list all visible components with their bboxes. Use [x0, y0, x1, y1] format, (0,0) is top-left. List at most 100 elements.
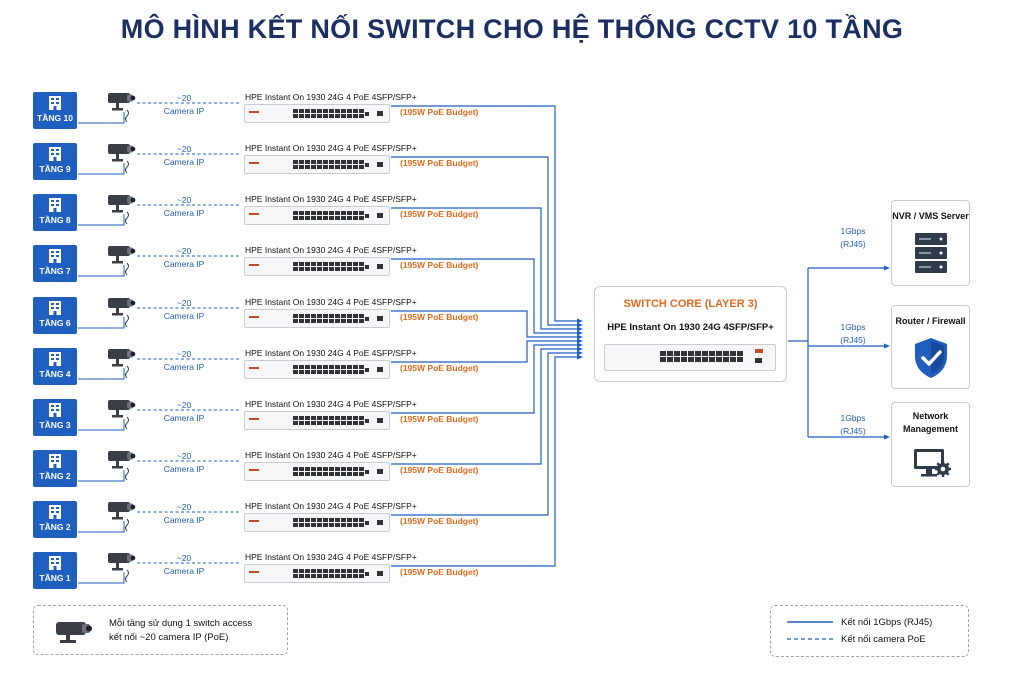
switch-model: HPE Instant On 1930 24G 4 PoE 4SFP/SFP+ — [245, 297, 417, 307]
camera-stand-link — [78, 214, 125, 226]
switch-model: HPE Instant On 1930 24G 4 PoE 4SFP/SFP+ — [245, 501, 417, 511]
uplink-arrow — [577, 354, 583, 360]
camera-caption: ~20 Camera IP — [156, 92, 212, 118]
floor-label: TẦNG 8 — [39, 215, 71, 225]
floor-row: TẦNG 7 ~20 Camera IP HPE Instant On 1930… — [0, 245, 1024, 297]
device-link-arrow — [884, 265, 890, 271]
camera-count: ~20 — [176, 349, 192, 359]
switch-model: HPE Instant On 1930 24G 4 PoE 4SFP/SFP+ — [245, 194, 417, 204]
floor-row: TẦNG 8 ~20 Camera IP HPE Instant On 1930… — [0, 194, 1024, 246]
floor-label: TẦNG 3 — [39, 420, 71, 430]
floor-label: TẦNG 9 — [39, 164, 71, 174]
uplink-arrow — [577, 338, 583, 344]
camera-label: Camera IP — [163, 515, 205, 525]
camera-label: Camera IP — [163, 157, 205, 167]
camera-stand-link — [78, 265, 125, 277]
building-icon — [49, 249, 61, 263]
uplink-arrow — [577, 342, 583, 348]
uplink-arrow — [577, 318, 583, 324]
camera-stand-link — [78, 572, 125, 584]
floor-row: TẦNG 9 ~20 Camera IP HPE Instant On 1930… — [0, 143, 1024, 195]
camera-count: ~20 — [176, 451, 192, 461]
switch-model: HPE Instant On 1930 24G 4 PoE 4SFP/SFP+ — [245, 143, 417, 153]
access-switch — [244, 257, 390, 276]
floor-label: TẦNG 2 — [39, 471, 71, 481]
building-icon — [49, 301, 61, 315]
camera-label: Camera IP — [163, 311, 205, 321]
switch-model: HPE Instant On 1930 24G 4 PoE 4SFP/SFP+ — [245, 348, 417, 358]
link-type: (RJ45) — [840, 426, 866, 436]
legend-solid-label: Kết nối 1Gbps (RJ45) — [841, 617, 933, 628]
camera-caption: ~20 Camera IP — [156, 552, 212, 578]
access-switch — [244, 309, 390, 328]
uplink-line — [391, 156, 580, 326]
uplink-arrow — [577, 350, 583, 356]
link-label: 1Gbps (RJ45) — [828, 412, 878, 438]
uplink-line — [391, 356, 580, 567]
floor-badge: TẦNG 9 — [33, 143, 77, 180]
legend-lines — [787, 621, 833, 640]
camera-count: ~20 — [176, 93, 192, 103]
poe-budget: (195W PoE Budget) — [400, 158, 479, 168]
camera-icon — [108, 502, 136, 532]
uplink-line — [391, 352, 580, 516]
camera-icon — [108, 195, 136, 225]
camera-caption: ~20 Camera IP — [156, 348, 212, 374]
camera-icon — [108, 400, 136, 430]
floor-label: TẦNG 4 — [39, 369, 71, 379]
access-switch — [244, 462, 390, 481]
camera-caption: ~20 Camera IP — [156, 194, 212, 220]
note-text: Mỗi tầng sử dụng 1 switch access kết nối… — [109, 617, 252, 645]
camera-label: Camera IP — [163, 362, 205, 372]
floor-row: TẦNG 6 ~20 Camera IP HPE Instant On 1930… — [0, 297, 1024, 349]
camera-icon — [108, 246, 136, 276]
camera-label: Camera IP — [163, 259, 205, 269]
core-switch-box: SWITCH CORE (LAYER 3) HPE Instant On 193… — [594, 286, 787, 382]
switch-ports — [249, 109, 383, 118]
page-title: MÔ HÌNH KẾT NỐI SWITCH CHO HỆ THỐNG CCTV… — [120, 14, 904, 44]
device-name-line-1: Network — [912, 411, 949, 421]
building-icon — [49, 198, 61, 212]
switch-ports — [249, 416, 383, 425]
camera-caption: ~20 Camera IP — [156, 297, 212, 323]
camera-icon — [56, 622, 92, 643]
camera-caption: ~20 Camera IP — [156, 399, 212, 425]
device-box: NVR / VMS Server — [891, 200, 970, 286]
link-speed: 1Gbps — [840, 322, 866, 332]
camera-stand-link — [78, 317, 125, 329]
floor-label: TẦNG 2 — [39, 522, 71, 532]
legend-box: Kết nối 1Gbps (RJ45) Kết nối camera PoE — [770, 605, 969, 657]
legend-dashed-label: Kết nối camera PoE — [841, 634, 926, 645]
device-box: Network Management — [891, 402, 970, 487]
note-line-2: kết nối ~20 camera IP (PoE) — [109, 632, 229, 643]
link-label: 1Gbps (RJ45) — [828, 321, 878, 347]
switch-ports — [249, 211, 383, 220]
monitor-gear-icon — [914, 449, 951, 477]
floor-badge: TẦNG 4 — [33, 348, 77, 385]
access-switch — [244, 564, 390, 583]
switch-model: HPE Instant On 1930 24G 4 PoE 4SFP/SFP+ — [245, 450, 417, 460]
link-speed: 1Gbps — [840, 413, 866, 423]
device-name-line-2: Management — [902, 424, 958, 434]
poe-budget: (195W PoE Budget) — [400, 107, 479, 117]
access-switch — [244, 411, 390, 430]
switch-model: HPE Instant On 1930 24G 4 PoE 4SFP/SFP+ — [245, 245, 417, 255]
switch-model: HPE Instant On 1930 24G 4 PoE 4SFP/SFP+ — [245, 92, 417, 102]
link-type: (RJ45) — [840, 239, 866, 249]
switch-ports — [249, 160, 383, 169]
building-icon — [49, 403, 61, 417]
camera-count: ~20 — [176, 502, 192, 512]
server-icon — [915, 233, 947, 273]
floor-row: TẦNG 2 ~20 Camera IP HPE Instant On 1930… — [0, 450, 1024, 502]
camera-stand-link — [78, 470, 125, 482]
camera-caption: ~20 Camera IP — [156, 450, 212, 476]
floor-label: TẦNG 7 — [39, 266, 71, 276]
poe-budget: (195W PoE Budget) — [400, 209, 479, 219]
access-switch — [244, 104, 390, 123]
access-switch — [244, 513, 390, 532]
access-switch — [244, 155, 390, 174]
camera-count: ~20 — [176, 400, 192, 410]
floor-row: TẦNG 10 ~20 Camera IP HPE Instant On 193… — [0, 92, 1024, 144]
switch-model: HPE Instant On 1930 24G 4 PoE 4SFP/SFP+ — [245, 399, 417, 409]
